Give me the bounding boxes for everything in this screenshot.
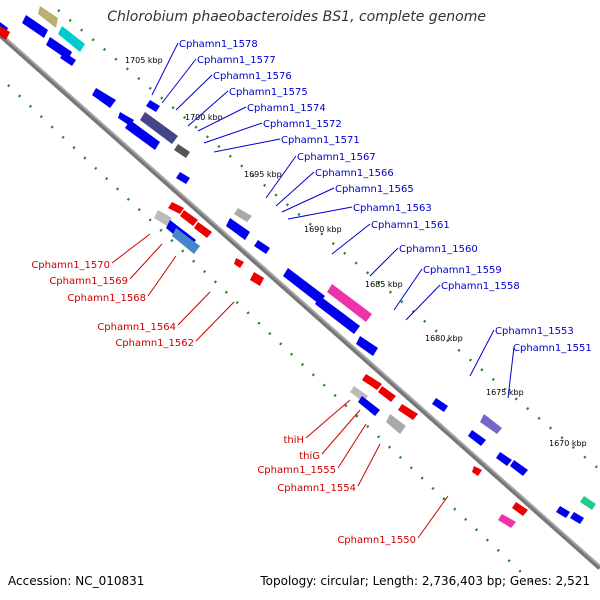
kbp-tick-label: 1705 kbp — [125, 56, 163, 65]
kbp-tick-label: 1700 kbp — [185, 113, 223, 122]
gene-arrow[interactable] — [0, 26, 10, 40]
title-text: Chlorobium phaeobacteroides BS1, complet… — [107, 9, 486, 25]
kbp-tick-label: 1670 kbp — [549, 439, 587, 448]
gene-label[interactable]: Cphamn1_1568 — [67, 293, 146, 304]
forward-strand-genes — [0, 6, 596, 524]
gene-arrow[interactable] — [510, 460, 528, 476]
gene-arrow[interactable] — [472, 466, 482, 476]
gene-arrow[interactable] — [498, 514, 516, 528]
gene-arrow[interactable] — [22, 15, 48, 38]
gene-label[interactable]: Cphamn1_1558 — [441, 281, 520, 292]
kbp-tick-label: 1690 kbp — [304, 225, 342, 234]
gene-arrow[interactable] — [38, 6, 58, 28]
reverse-labels: Cphamn1_1570 Cphamn1_1569 Cphamn1_1568 C… — [31, 260, 416, 546]
gene-label[interactable]: Cphamn1_1577 — [197, 55, 276, 66]
gene-arrow[interactable] — [234, 258, 244, 268]
page-title: Chlorobium phaeobacteroides BS1, complet… — [0, 9, 600, 25]
gc-dots-upper — [57, 9, 600, 471]
gene-arrow[interactable] — [378, 386, 396, 402]
gene-label[interactable]: Cphamn1_1575 — [229, 87, 308, 98]
gene-arrow[interactable] — [580, 496, 596, 510]
gene-label[interactable]: Cphamn1_1559 — [423, 265, 502, 276]
gene-label[interactable]: Cphamn1_1576 — [213, 71, 292, 82]
gene-arrow[interactable] — [234, 208, 252, 222]
gene-arrow[interactable] — [154, 210, 172, 226]
gene-arrow[interactable] — [125, 120, 160, 150]
gene-label[interactable]: Cphamn1_1560 — [399, 244, 478, 255]
gene-arrow[interactable] — [512, 502, 528, 516]
genome-summary: Topology: circular; Length: 2,736,403 bp… — [260, 574, 590, 588]
gene-arrow[interactable] — [556, 506, 570, 518]
gene-label[interactable]: Cphamn1_1564 — [97, 322, 176, 333]
kbp-tick-label: 1685 kbp — [365, 280, 403, 289]
gene-label[interactable]: Cphamn1_1569 — [49, 276, 128, 287]
gene-label[interactable]: Cphamn1_1551 — [513, 343, 592, 354]
gene-arrow[interactable] — [172, 228, 200, 254]
gene-arrow[interactable] — [327, 284, 372, 322]
gene-arrow[interactable] — [60, 52, 76, 66]
gene-arrow[interactable] — [358, 396, 380, 416]
gene-label[interactable]: Cphamn1_1563 — [353, 203, 432, 214]
gene-label[interactable]: Cphamn1_1571 — [281, 135, 360, 146]
gene-arrow[interactable] — [140, 112, 178, 144]
reverse-label-leaders — [111, 233, 449, 539]
gene-arrow[interactable] — [468, 430, 486, 446]
gene-arrow[interactable] — [570, 512, 584, 524]
gene-arrow[interactable] — [283, 268, 325, 304]
gene-arrow[interactable] — [180, 210, 198, 226]
gene-arrow[interactable] — [496, 452, 512, 466]
gene-arrow[interactable] — [432, 398, 448, 412]
gene-label[interactable]: Cphamn1_1553 — [495, 326, 574, 337]
gene-arrow[interactable] — [176, 172, 190, 184]
kbp-tick-label: 1680 kbp — [425, 334, 463, 343]
gene-label[interactable]: Cphamn1_1555 — [257, 465, 336, 476]
gene-arrow[interactable] — [362, 374, 382, 390]
genome-backbone — [0, 33, 600, 570]
gene-arrow[interactable] — [174, 144, 190, 158]
forward-labels: Cphamn1_1578 Cphamn1_1577 Cphamn1_1576 C… — [179, 39, 592, 354]
gene-arrow[interactable] — [226, 218, 250, 240]
gene-arrow[interactable] — [386, 414, 406, 434]
reverse-strand-genes — [0, 26, 528, 528]
gene-arrow[interactable] — [398, 404, 418, 420]
gene-label[interactable]: Cphamn1_1572 — [263, 119, 342, 130]
accession-label: Accession: NC_010831 — [8, 574, 145, 588]
kbp-ticks: 1705 kbp 1700 kbp 1695 kbp 1690 kbp 1685… — [125, 56, 587, 448]
gene-label[interactable]: Cphamn1_1574 — [247, 103, 326, 114]
gene-label[interactable]: Cphamn1_1570 — [31, 260, 110, 271]
gene-arrow[interactable] — [250, 272, 264, 286]
gene-arrow[interactable] — [480, 414, 502, 434]
gene-label[interactable]: Cphamn1_1565 — [335, 184, 414, 195]
gene-arrow[interactable] — [58, 26, 85, 52]
genome-backbone-highlight — [0, 32, 600, 567]
gene-arrow[interactable] — [315, 296, 360, 334]
gene-arrow[interactable] — [194, 222, 212, 238]
kbp-tick-label: 1675 kbp — [486, 388, 524, 397]
gene-label[interactable]: Cphamn1_1578 — [179, 39, 258, 50]
gene-label[interactable]: Cphamn1_1562 — [115, 338, 194, 349]
gene-arrow[interactable] — [168, 202, 184, 214]
gene-label[interactable]: thiG — [299, 451, 320, 462]
gene-label[interactable]: Cphamn1_1554 — [277, 483, 356, 494]
forward-label-leaders — [151, 42, 515, 399]
kbp-tick-label: 1695 kbp — [244, 170, 282, 179]
gene-label[interactable]: Cphamn1_1561 — [371, 220, 450, 231]
gene-arrow[interactable] — [146, 100, 160, 112]
gene-label[interactable]: thiH — [283, 435, 304, 446]
gene-label[interactable]: Cphamn1_1567 — [297, 152, 376, 163]
gene-arrow[interactable] — [356, 336, 378, 356]
gene-arrow[interactable] — [254, 240, 270, 254]
gene-arrow[interactable] — [92, 88, 116, 108]
gene-label[interactable]: Cphamn1_1566 — [315, 168, 394, 179]
gene-label[interactable]: Cphamn1_1550 — [337, 535, 416, 546]
